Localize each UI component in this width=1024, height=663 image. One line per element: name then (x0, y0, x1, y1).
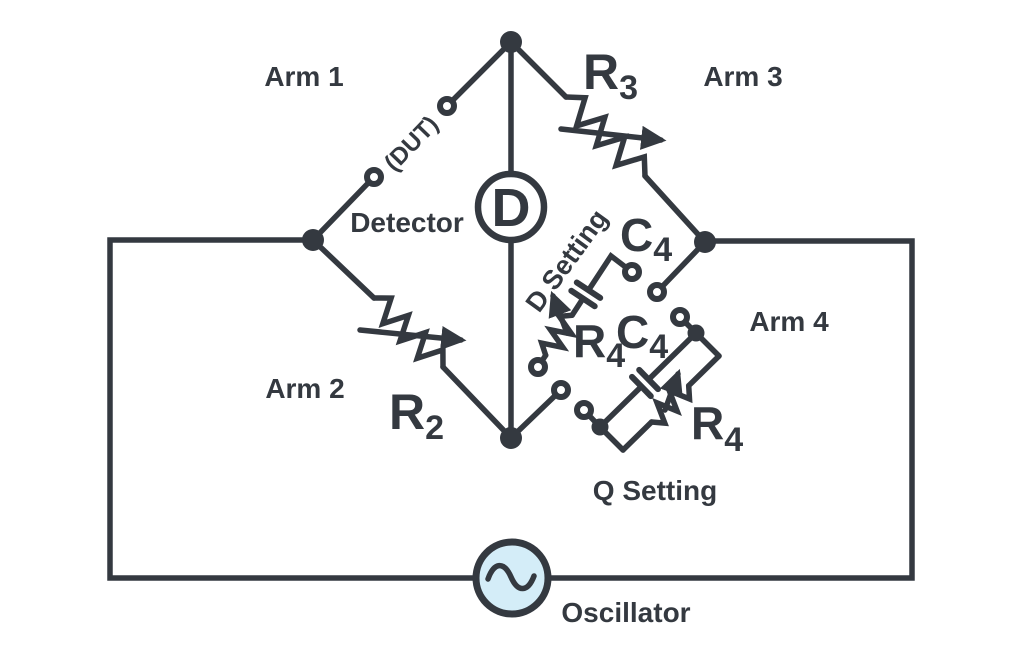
q-branch-res-side-wire-b (620, 419, 655, 453)
q-branch-lower-junction-dot (591, 418, 609, 436)
right-node-stub-terminal (647, 282, 667, 302)
detector-circle (474, 170, 548, 244)
r2-resistor-zigzag (371, 295, 446, 370)
bottom-node-stub-wire (508, 387, 564, 441)
q-branch-cap-side-wire-a (597, 383, 645, 430)
detector-label: Detector (350, 207, 464, 238)
r2-variable-arrow (357, 326, 467, 351)
d-branch-mid-wire (569, 295, 586, 318)
r4-q-resistor-zigzag (648, 382, 693, 427)
arm4-selector-stubs (508, 239, 708, 441)
arm1-label: Arm 1 (264, 61, 343, 92)
arm3-wire-upper (508, 39, 569, 100)
q-branch-upper-junction-dot (687, 324, 705, 342)
arm3-r3-branch (508, 39, 708, 245)
sine-wave-icon (485, 562, 537, 592)
detector-symbol: D (492, 178, 531, 238)
right-node-stub-wire (654, 239, 708, 295)
c4-q-capacitor-plate-1 (629, 373, 654, 400)
r2-label: R2 (389, 384, 444, 447)
open-terminals (364, 96, 690, 420)
arm1-wire-lower (310, 174, 377, 243)
arm1-wire-upper (444, 39, 514, 109)
supply-loop-wires (107, 237, 915, 581)
q-setting-branch (581, 315, 722, 453)
c4-d-capacitor-plate-1 (568, 287, 598, 310)
arm1-dut-branch (310, 39, 514, 243)
c4-d-label: C4 (620, 209, 672, 269)
q-branch-lower-terminal (574, 400, 594, 420)
right-node-dot (694, 231, 716, 253)
arm2-wire-lower (440, 364, 514, 441)
q-branch-upper-terminal (670, 307, 690, 327)
top-node-dot (500, 31, 522, 53)
q-branch-res-side-wire-a (685, 353, 722, 389)
c4-q-label: C4 (616, 306, 668, 366)
arm3-wire-lower (642, 173, 708, 245)
bridge-nodes (302, 31, 716, 449)
r4-q-variable-arrow (659, 368, 683, 413)
arm2-r2-branch (310, 237, 514, 441)
q-setting-label: Q Setting (593, 475, 717, 506)
arm2-label: Arm 2 (265, 373, 344, 404)
q-branch-cap-side-wire-b (645, 330, 699, 383)
arm2-wire-upper (310, 237, 377, 301)
bottom-node-dot (500, 427, 522, 449)
r4-d-variable-arrow (548, 290, 572, 336)
r4-q-label: R4 (691, 397, 743, 459)
dut-terminal-upper (437, 96, 457, 116)
bottom-node-stub-terminal (551, 380, 571, 400)
arm4-label: Arm 4 (749, 306, 829, 337)
arm3-label: Arm 3 (703, 61, 782, 92)
left-node-dot (302, 229, 324, 251)
detector-branch: D (474, 39, 548, 441)
oscillator-source (472, 538, 552, 618)
dut-label: (DUT) (379, 111, 444, 177)
r3-variable-arrow (558, 125, 667, 150)
oscillator-label: Oscillator (561, 597, 690, 628)
d-branch-lower-terminal (528, 357, 548, 377)
dut-terminal-lower (364, 167, 384, 187)
d-branch-upper-terminal (622, 262, 642, 282)
r3-label: R3 (583, 44, 638, 107)
left-rail-wire (107, 237, 479, 581)
r4-d-label: R4 (573, 315, 625, 375)
r3-resistor-zigzag (563, 94, 648, 179)
right-rail-wire (545, 238, 915, 581)
text-labels: Arm 1 Arm 3 Arm 2 Arm 4 Detector Oscilla… (264, 44, 829, 628)
